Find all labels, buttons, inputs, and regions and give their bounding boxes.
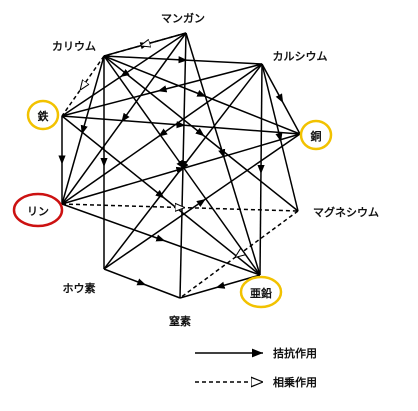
antagonism-edge-calcium-magnesium [261,63,299,212]
antagonism-edge-manganese-iron [61,32,187,117]
antagonism-edge-manganese-zinc [185,32,261,276]
antagonism-edge-boron-nitrogen [103,268,181,299]
zinc-highlight-circle [239,275,283,309]
legend-antagonism-label: 拮抗作用 [273,346,317,360]
antagonism-edge-calcium-copper [261,63,301,135]
antagonism-edge-potassium-magnesium [103,55,299,212]
iron-highlight-circle [26,99,60,131]
phosphorus-highlight-circle [12,192,64,228]
antagonism-edge-potassium-phosphorus [61,55,105,205]
node-nitrogen: 窒素 [169,314,191,328]
synergy-edge-manganese-potassium [103,32,187,57]
node-iron: 鉄 [38,109,50,123]
antagonism-edge-potassium-copper [103,55,301,135]
synergy-edge-potassium-iron [61,55,105,117]
node-magnesium: マグネシウム [313,205,379,219]
antagonism-edge-iron-copper [61,115,301,135]
antagonism-edge-zinc-nitrogen [179,274,261,299]
antagonism-edge-phosphorus-copper [61,133,301,205]
antagonism-edge-boron-copper [103,133,301,270]
node-zinc: 亜鉛 [250,286,272,300]
synergy-edge-magnesium-nitrogen [179,210,299,299]
legend-synergy-label: 相乗作用 [273,375,317,389]
antagonism-edge-potassium-calcium [103,55,263,65]
node-phosphorus: リン [27,205,49,218]
antagonism-edge-calcium-boron [103,63,263,270]
legend: 拮抗作用 相乗作用 [195,346,317,389]
node-potassium: カリウム [52,40,96,53]
antagonism-edge-iron-zinc [61,115,261,276]
antagonism-edge-phosphorus-zinc [61,203,261,276]
node-boron: ホウ素 [63,281,96,295]
node-calcium: カルシウム [273,50,328,63]
synergy-edge-phosphorus-magnesium [61,204,299,211]
node-copper: 銅 [311,129,322,143]
copper-highlight-circle [299,119,333,151]
node-manganese: マンガン [161,11,205,25]
antagonism-edge-calcium-iron [61,63,263,117]
antagonism-edge-calcium-zinc [257,63,265,276]
antagonism-edge-manganese-phosphorus [61,32,187,205]
edges-layer [58,32,301,299]
antagonism-edge-calcium-phosphorus [61,63,263,205]
